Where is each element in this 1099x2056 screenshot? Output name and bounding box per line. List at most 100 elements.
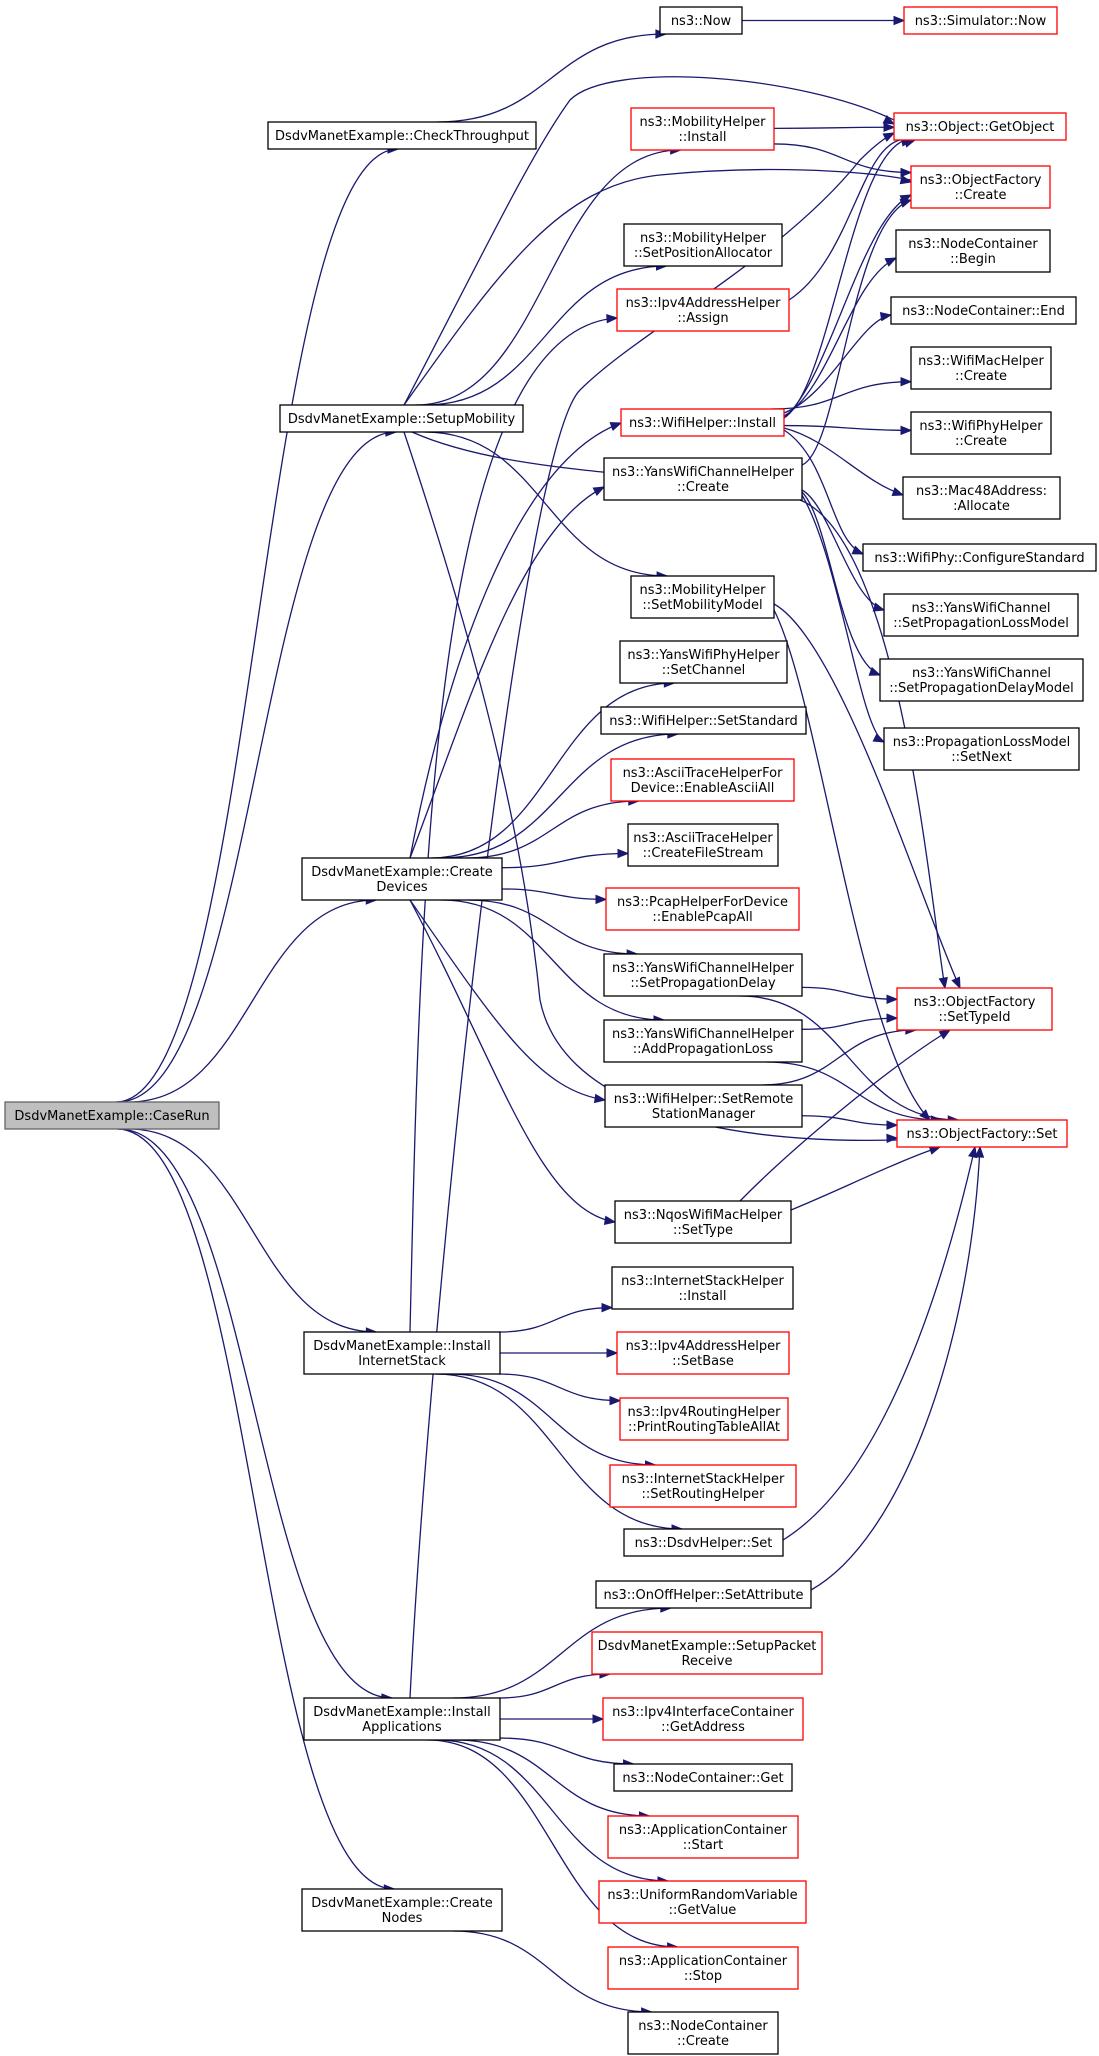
node-label: ns3::ObjectFactory (914, 995, 1036, 1010)
node-caserun[interactable]: DsdvManetExample::CaseRun (4, 1101, 220, 1130)
node-pcapenable[interactable]: ns3::PcapHelperForDevice::EnablePcapAll (605, 887, 800, 931)
node-ywchaddploss[interactable]: ns3::YansWifiChannelHelper::AddPropagati… (603, 1019, 803, 1063)
node-box (879, 658, 1084, 702)
node-setposalloc[interactable]: ns3::MobilityHelper::SetPositionAllocato… (623, 223, 783, 267)
node-ofset[interactable]: ns3::ObjectFactory::Set (896, 1119, 1068, 1148)
edge-installapps-to-urvgetvalue (436, 1739, 670, 1886)
node-box (630, 107, 775, 151)
node-wifimaccreate[interactable]: ns3::WifiMacHelper::Create (910, 346, 1052, 390)
node-label: ns3::OnOffHelper::SetAttribute (604, 1588, 804, 1603)
edge-installapps-to-ipv4getaddr (500, 1714, 605, 1724)
node-checkthroughput[interactable]: DsdvManetExample::CheckThroughput (267, 121, 537, 150)
node-ywpsetchannel[interactable]: ns3::YansWifiPhyHelper::SetChannel (619, 640, 788, 684)
arrowhead-icon (951, 976, 961, 990)
node-label: ::Create (677, 2034, 729, 2049)
node-ncend[interactable]: ns3::NodeContainer::End (890, 296, 1077, 325)
node-now[interactable]: ns3::Now (659, 6, 743, 35)
node-ishinstall[interactable]: ns3::InternetStackHelper::Install (611, 1266, 794, 1310)
node-box (896, 987, 1053, 1031)
node-ishsetrouting[interactable]: ns3::InternetStackHelper::SetRoutingHelp… (609, 1464, 797, 1508)
node-label: InternetStack (358, 1354, 446, 1369)
node-box (607, 1946, 799, 1990)
edge-line (436, 1739, 669, 1882)
edge-line (128, 1128, 377, 1333)
node-ncbegin[interactable]: ns3::NodeContainer::Begin (895, 229, 1051, 273)
node-label: ns3::NodeContainer::Get (622, 1771, 783, 1786)
node-appstart[interactable]: ns3::ApplicationContainer::Start (607, 1815, 799, 1859)
edge-wifiinstall-to-ncbegin (783, 257, 898, 417)
edge-line (773, 126, 895, 130)
node-nccreate[interactable]: ns3::NodeContainer::Create (627, 2011, 779, 2055)
node-macalloc[interactable]: ns3::Mac48Address::Allocate (902, 476, 1061, 520)
node-appstop[interactable]: ns3::ApplicationContainer::Stop (607, 1946, 799, 1990)
node-label: Devices (376, 880, 427, 895)
node-wifiinstall[interactable]: ns3::WifiHelper::Install (620, 408, 785, 437)
node-mobinstall[interactable]: ns3::MobilityHelper::Install (630, 107, 775, 151)
arrowhead-icon (872, 733, 886, 743)
node-simnow[interactable]: ns3::Simulator::Now (903, 6, 1058, 35)
node-label: ns3::NodeContainer (638, 2019, 768, 2034)
node-ywchsetpdelay[interactable]: ns3::YansWifiChannelHelper::SetPropagati… (603, 953, 803, 997)
node-asciifile[interactable]: ns3::AsciiTraceHelper::CreateFileStream (627, 823, 779, 867)
node-plmsetnext[interactable]: ns3::PropagationLossModel::SetNext (883, 727, 1080, 771)
node-label: ::GetValue (669, 1903, 737, 1918)
node-label: ::Install (679, 130, 727, 145)
node-label: ::Start (683, 1838, 724, 1853)
node-label: ::SetBase (672, 1354, 734, 1369)
node-cfgstd[interactable]: ns3::WifiPhy::ConfigureStandard (862, 543, 1097, 572)
node-box (616, 1331, 790, 1375)
node-dsdvset[interactable]: ns3::DsdvHelper::Set (623, 1528, 784, 1557)
node-printrt[interactable]: ns3::Ipv4RoutingHelper::PrintRoutingTabl… (619, 1397, 789, 1441)
edge-line (783, 427, 904, 496)
node-label: ::SetPropagationDelay (630, 976, 776, 991)
node-ofcreate[interactable]: ns3::ObjectFactory::Create (910, 165, 1051, 209)
edge-line (771, 381, 912, 410)
node-ofsettypeid[interactable]: ns3::ObjectFactory::SetTypeId (896, 987, 1053, 1031)
node-wifisetstd[interactable]: ns3::WifiHelper::SetStandard (600, 706, 807, 735)
node-nqossettype[interactable]: ns3::NqosWifiMacHelper::SetType (614, 1200, 792, 1244)
node-asciienable[interactable]: ns3::AsciiTraceHelperForDevice::EnableAs… (610, 758, 795, 802)
edge-line (424, 265, 667, 406)
edge-line (403, 76, 895, 406)
node-setmobmodel[interactable]: ns3::MobilityHelper::SetMobilityModel (630, 575, 775, 619)
edge-line (739, 995, 959, 1121)
node-label: DsdvManetExample::Install (313, 1705, 491, 1720)
node-label: ns3::ApplicationContainer (619, 1954, 788, 1969)
node-label: ::EnablePcapAll (652, 910, 752, 925)
edge-setupmobility-to-setmobmodel (424, 431, 669, 581)
node-ipv4getaddr[interactable]: ns3::Ipv4InterfaceContainer::GetAddress (602, 1697, 804, 1741)
edge-createdevices-to-pcapenable (501, 888, 608, 905)
node-setupmobility[interactable]: DsdvManetExample::SetupMobility (279, 404, 524, 433)
node-ywcsetploss[interactable]: ns3::YansWifiChannel::SetPropagationLoss… (883, 593, 1079, 637)
node-getobject[interactable]: ns3::Object::GetObject (893, 112, 1067, 141)
node-ipv4assign[interactable]: ns3::Ipv4AddressHelper::Assign (616, 288, 790, 332)
node-box (627, 823, 779, 867)
node-ywchcreate[interactable]: ns3::YansWifiChannelHelper::Create (603, 457, 803, 501)
node-label: ::Begin (950, 252, 996, 267)
node-box (301, 857, 503, 901)
edges-layer (115, 15, 985, 2017)
edge-line (801, 1017, 898, 1030)
node-label: ::SetNext (951, 750, 1011, 765)
edge-line (801, 1115, 898, 1126)
arrowhead-icon (617, 848, 630, 859)
node-ipv4setbase[interactable]: ns3::Ipv4AddressHelper::SetBase (616, 1331, 790, 1375)
arrowhead-icon (872, 602, 886, 612)
node-onoffattr[interactable]: ns3::OnOffHelper::SetAttribute (595, 1580, 812, 1609)
node-box (614, 1200, 792, 1244)
edge-installinternet-to-ipv4setbase (499, 1348, 619, 1358)
arrowhead-icon (882, 132, 896, 142)
node-wifiphycreate[interactable]: ns3::WifiPhyHelper::Create (910, 411, 1052, 455)
arrowhead-icon (900, 425, 913, 436)
node-ywcsetpdelay[interactable]: ns3::YansWifiChannel::SetPropagationDela… (879, 658, 1084, 702)
node-ncget[interactable]: ns3::NodeContainer::Get (613, 1763, 793, 1792)
edge-now-to-simnow (742, 15, 906, 26)
node-urvgetvalue[interactable]: ns3::UniformRandomVariable::GetValue (598, 1880, 807, 1924)
